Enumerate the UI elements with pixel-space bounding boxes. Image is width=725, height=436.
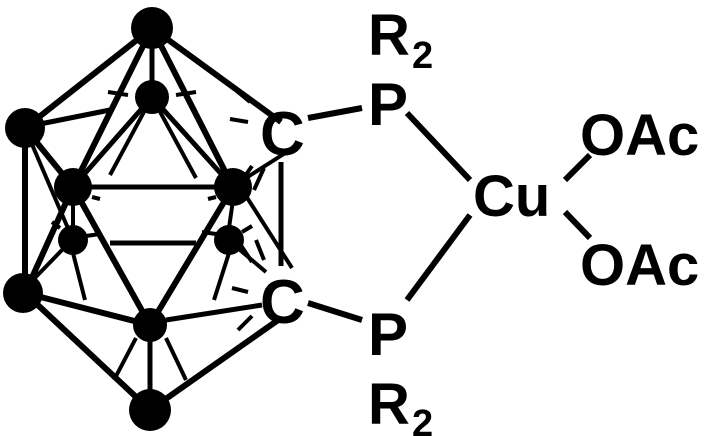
cage-edge-carbontop-whisker-left <box>229 117 249 124</box>
cage-edge-leftupper-whisker-right <box>39 107 111 127</box>
label-metal-copper: Cu <box>473 164 550 229</box>
cage-edge-midrightlower-whisker-left <box>201 230 217 236</box>
cage-edge-midrightupper-carbonbottom <box>244 194 294 270</box>
cage-edge-carbonbottom-whisker-up <box>254 239 266 261</box>
label-substituent-top-subscript: 2 <box>412 35 433 77</box>
cage-edge-belt-tick-left <box>91 195 101 201</box>
cage-edge-belt-tick-right <box>207 195 217 201</box>
cage-edge-apextop-midleftupper <box>70 26 155 189</box>
cage-edge-midleftlower-whisker-up <box>50 220 62 230</box>
bond-phosphorusbottom-carbonbottom <box>307 300 363 323</box>
cage-edge-midleftlower-whisker-right <box>85 232 101 238</box>
cage-edge-midleftupper-leftlower <box>22 185 76 295</box>
cage-edge-leftlower-apexbottom <box>22 290 153 413</box>
cage-edge-lowerinner-downright <box>164 337 188 381</box>
cage-edge-leftlower-lowerinner <box>24 290 151 328</box>
cage-edge-midrightlower-down <box>212 252 231 301</box>
label-phosphorus-top: P <box>368 71 408 138</box>
cage-vertex-mid-left-upper <box>54 168 92 206</box>
label-acetate-bottom: OAc <box>580 233 699 298</box>
label-substituent-top: R <box>368 3 410 68</box>
bond-copper-acetatetop <box>562 152 593 183</box>
carborane-cage-edges <box>22 25 294 413</box>
cage-edge-apextop-leftupper <box>23 25 154 131</box>
cage-edge-leftupper-midleftlower <box>23 127 75 241</box>
cage-edge-midleftlower-down <box>71 252 87 301</box>
label-acetate-top: OAc <box>580 103 699 168</box>
cage-vertex-mid-left-lower <box>58 225 88 255</box>
cage-edge-upperinner-whisker-right <box>175 90 197 97</box>
cage-vertex-left-lower <box>3 273 43 313</box>
cage-edge-carbontop-whisker-upleft <box>236 90 252 104</box>
cage-edge-midrightupper-carbontop <box>244 148 292 180</box>
cage-vertex-lower-inner <box>133 308 167 342</box>
label-phosphorus-bottom: P <box>368 301 408 368</box>
cage-edge-upperinner-midleftupper <box>71 95 154 189</box>
cage-vertex-upper-inner <box>135 80 169 114</box>
cage-edge-apexbottom-carbonbottom <box>148 315 283 413</box>
cage-edge-carbonbottom-whisker-downleft <box>236 314 254 332</box>
bond-carbontop-phosphorustop <box>307 105 363 121</box>
cage-edge-carbonbottom-whisker-left <box>231 286 249 294</box>
cage-edge-midleftupper-lowerinner <box>70 185 153 327</box>
cage-edge-upperinner-midrightupper <box>150 95 235 189</box>
cage-edge-lowerinner-carbonbottom <box>165 302 263 323</box>
label-substituent-bottom: R <box>368 372 410 436</box>
cage-edge-midrightlower-whisker-right <box>240 224 254 234</box>
cage-edge-apextop-midrightupper <box>149 26 236 189</box>
cage-vertex-mid-right-lower <box>214 225 244 255</box>
cage-edge-apextop-carbontop <box>150 25 283 125</box>
bond-copper-acetatebottom <box>562 209 593 241</box>
atom-labels: C C R 2 P Cu OAc OAc P R 2 <box>260 3 699 436</box>
cage-vertex-apex-bottom <box>129 389 171 431</box>
label-cage-carbon-bottom: C <box>260 268 305 337</box>
cage-vertex-mid-right-upper <box>214 168 252 206</box>
cage-vertex-left-upper <box>5 108 45 148</box>
cage-edge-lowerinner-downleft <box>112 337 138 381</box>
cage-edge-upperinner-whisker-left <box>107 90 129 97</box>
label-cage-carbon-top: C <box>260 100 305 169</box>
bond-copper-phosphorusbottom <box>404 213 473 302</box>
label-substituent-bottom-subscript: 2 <box>412 403 433 436</box>
cage-edge-carbontop-whisker-down <box>252 167 266 191</box>
ligand-bonds <box>307 105 593 323</box>
carborane-cage-vertices <box>3 7 252 431</box>
cage-vertex-apex-top <box>131 7 173 49</box>
cage-edge-midrightupper-lowerinner <box>147 185 236 327</box>
bond-phosphorustop-copper <box>404 110 473 183</box>
